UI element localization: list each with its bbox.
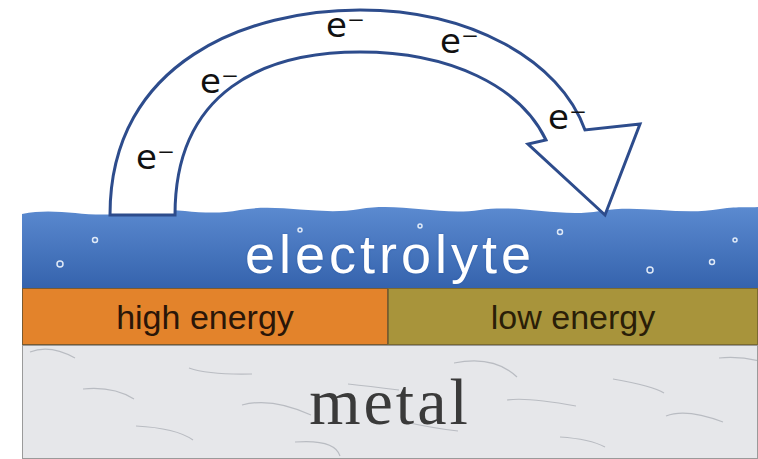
marble-vein (507, 399, 576, 406)
high-energy-band: high energy (22, 288, 388, 345)
band-label: electrolyte (245, 227, 535, 281)
marble-vein (560, 437, 605, 447)
band-label: metal (309, 369, 471, 435)
marble-vein (295, 442, 340, 456)
marble-vein (30, 349, 75, 358)
electron-label: e⁻ (200, 64, 239, 98)
electron-label: e⁻ (326, 8, 365, 42)
marble-vein (666, 413, 723, 422)
marble-vein (613, 379, 664, 393)
marble-vein (242, 403, 311, 415)
marble-vein (83, 388, 134, 399)
marble-vein (136, 426, 193, 440)
metal-ground (22, 345, 758, 459)
electron-label: e⁻ (136, 140, 175, 174)
electron-flow-arrow (110, 10, 640, 215)
marble-vein (719, 357, 758, 368)
electron-label: e⁻ (440, 24, 479, 58)
band-label: low energy (491, 300, 655, 334)
marble-texture (30, 349, 758, 456)
metal-block: metal (22, 345, 758, 459)
electrolyte-band: electrolyte (22, 226, 758, 282)
marble-vein (189, 368, 252, 374)
band-label: high energy (116, 300, 294, 334)
electrolyte-wave (22, 207, 758, 288)
electron-label: e⁻ (548, 100, 587, 134)
low-energy-band: low energy (388, 288, 758, 345)
